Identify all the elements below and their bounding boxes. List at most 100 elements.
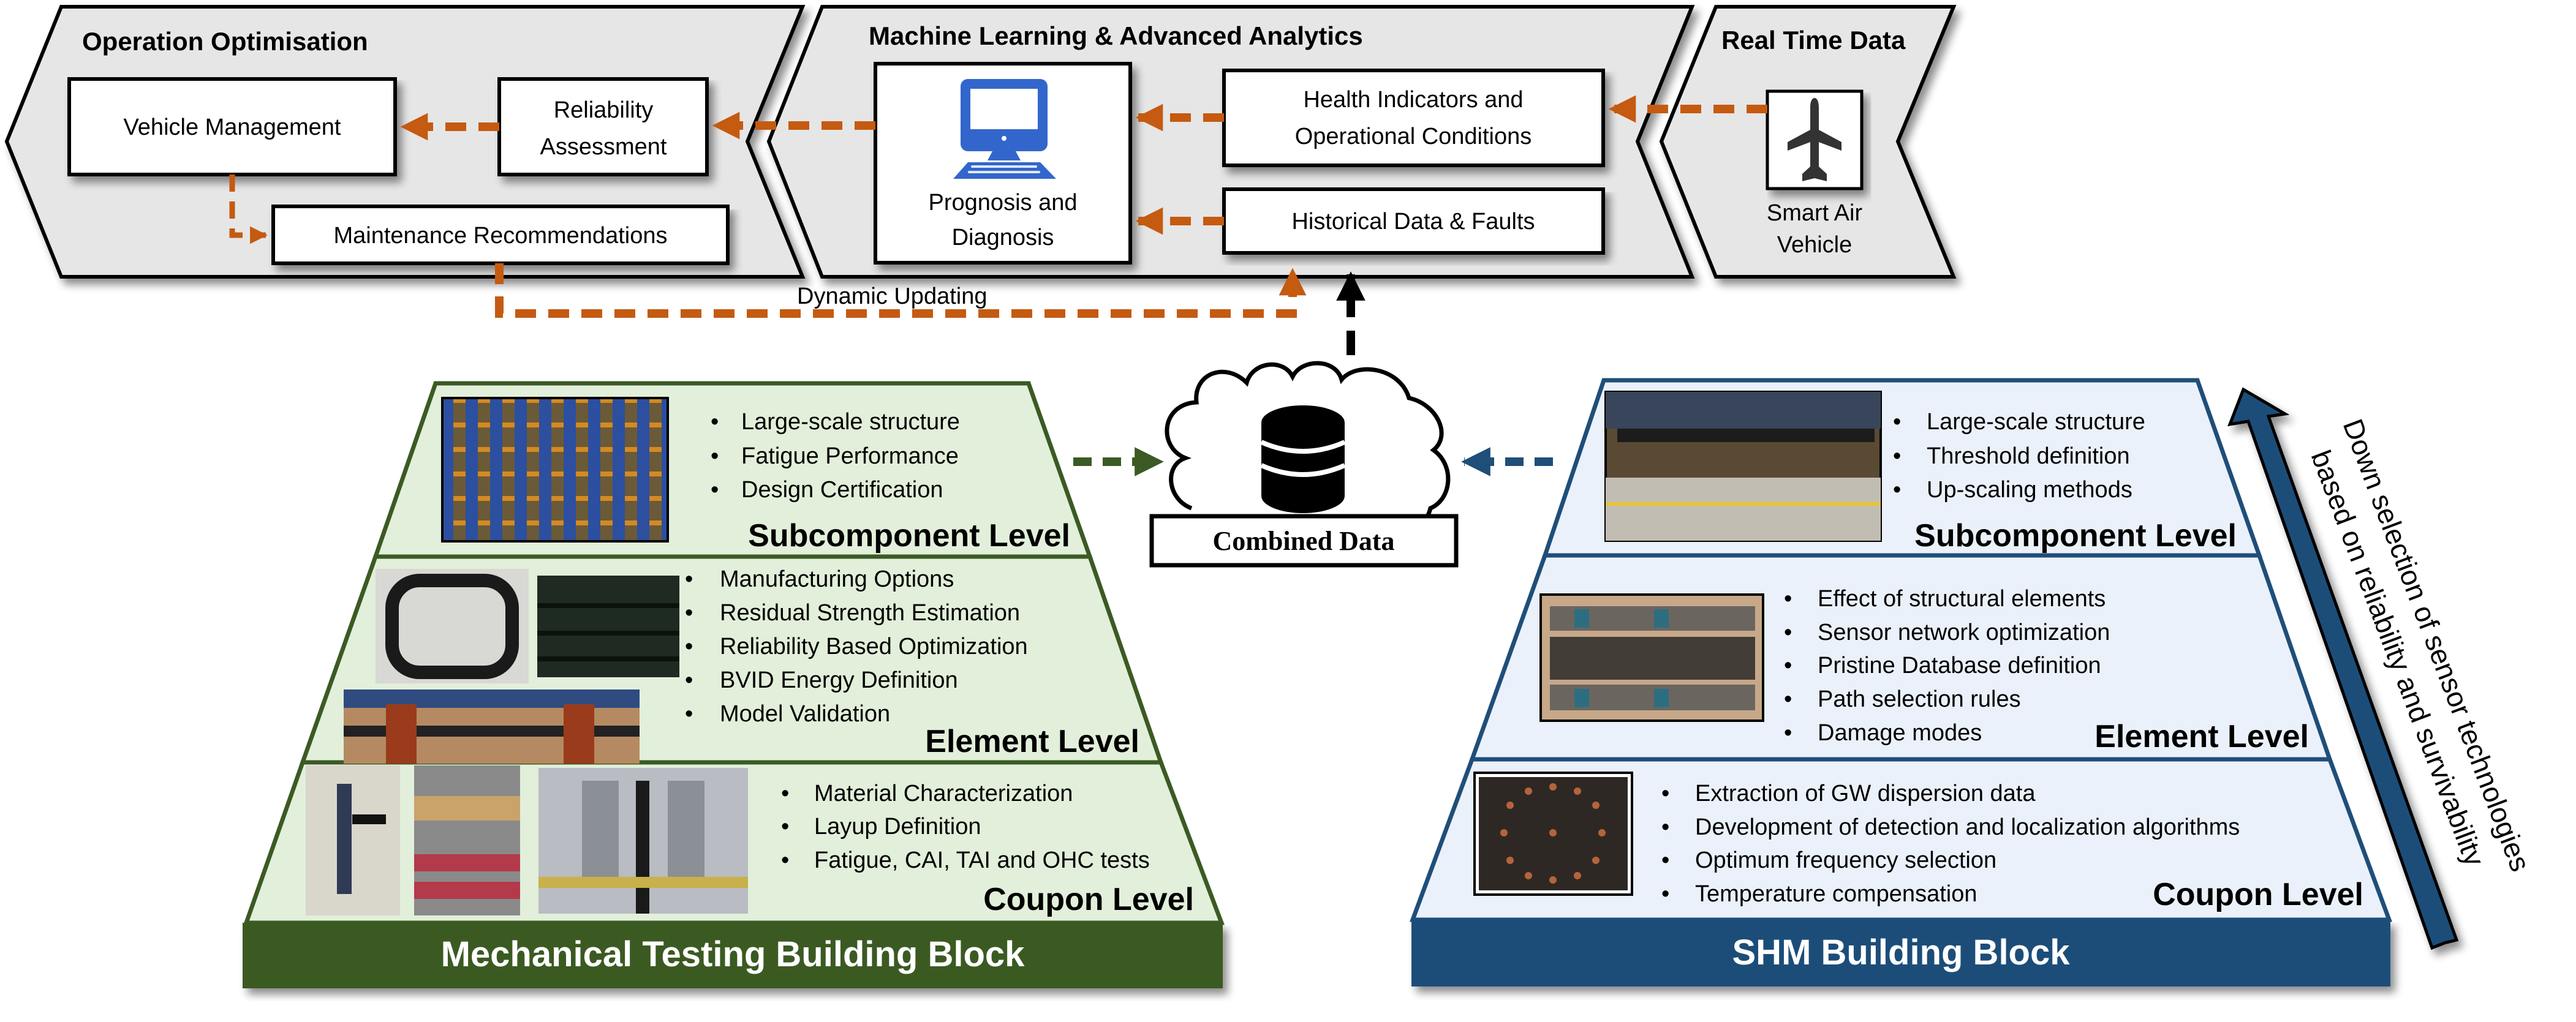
shm-element-level: • Effect of structural elements • Sensor… (1539, 586, 2309, 754)
level-title: Coupon Level (2153, 877, 2363, 912)
shm-element-photo (1539, 593, 1764, 722)
arrow-vehicle-to-maintenance (229, 175, 268, 244)
prognosis-label-line1: Prognosis and (929, 190, 1078, 216)
up-arrow-icon (2227, 387, 2459, 950)
list-item: Large-scale structure (741, 409, 960, 435)
bullet-list: • Large-scale structure • Threshold defi… (1893, 409, 2145, 503)
list-item: Manufacturing Options (720, 566, 954, 592)
smart-air-vehicle-label-line2: Vehicle (1777, 232, 1853, 258)
flow-arrows (229, 95, 1767, 318)
bullet-list: • Extraction of GW dispersion data • Dev… (1661, 781, 2240, 907)
level-title: Subcomponent Level (1914, 518, 2237, 554)
prognosis-diagnosis-box[interactable]: Prognosis and Diagnosis (874, 62, 1132, 265)
list-item: Design Certification (741, 477, 943, 503)
airplane-icon (1788, 98, 1841, 181)
panel-title: Operation Optimisation (82, 27, 368, 56)
svg-text:•: • (1784, 686, 1792, 712)
list-item: Threshold definition (1927, 443, 2130, 469)
list-item: Fatigue Performance (741, 443, 959, 469)
svg-text:•: • (1784, 620, 1792, 645)
reliability-assessment-label-line2: Assessment (540, 134, 667, 160)
maintenance-recommendations-label: Maintenance Recommendations (334, 223, 668, 249)
panel-title: Real Time Data (1721, 26, 1906, 54)
panel-ml-analytics: Machine Learning & Advanced Analytics Pr… (766, 5, 1695, 279)
bullet-list: • Material Characterization • Layup Defi… (781, 781, 1150, 873)
arrow-dynamic-updating (495, 263, 1307, 318)
list-item: BVID Energy Definition (720, 667, 958, 693)
shm-subcomponent-level: • Large-scale structure • Threshold defi… (1604, 391, 2237, 554)
reliability-assessment-label-line1: Reliability (554, 97, 654, 123)
list-item: Up-scaling methods (1927, 477, 2132, 503)
svg-text:•: • (1893, 443, 1901, 469)
list-item: Reliability Based Optimization (720, 634, 1028, 659)
list-item: Damage modes (1818, 720, 1982, 746)
list-item: Extraction of GW dispersion data (1695, 781, 2036, 806)
svg-text:•: • (781, 781, 789, 806)
side-arrow-text-line1: Down selection of sensor technologies (2337, 415, 2537, 876)
shm-banner-label: SHM Building Block (1732, 933, 2071, 972)
combined-data-box (1149, 514, 1459, 568)
health-indicators-box[interactable]: Health Indicators and Operational Condit… (1222, 69, 1605, 167)
panel-title: Machine Learning & Advanced Analytics (869, 21, 1363, 50)
maintenance-recommendations-box[interactable]: Maintenance Recommendations (271, 205, 730, 265)
smart-air-vehicle-label-line1: Smart Air (1767, 200, 1863, 226)
vehicle-management-box[interactable]: Vehicle Management (67, 77, 397, 176)
svg-text:•: • (685, 667, 693, 693)
svg-text:•: • (1784, 653, 1792, 678)
list-item: Pristine Database definition (1818, 653, 2101, 678)
list-item: Effect of structural elements (1818, 586, 2106, 612)
shm-banner (1411, 920, 2390, 986)
list-item: Fatigue, CAI, TAI and OHC tests (814, 847, 1150, 873)
svg-text:•: • (711, 477, 719, 503)
mt-coupon-photo-2 (414, 765, 520, 915)
mt-coupon-level: • Material Characterization • Layup Defi… (306, 765, 1194, 917)
level-title: Subcomponent Level (748, 518, 1070, 554)
svg-text:•: • (1661, 814, 1669, 840)
panel-real-time-data: Real Time Data Smart Air Vehicle (1659, 5, 1957, 279)
combined-data-cloud[interactable]: Combined Data (1149, 361, 1459, 568)
list-item: Sensor network optimization (1818, 620, 2110, 645)
database-icon (1260, 405, 1346, 513)
mt-element-photo-beam (344, 689, 640, 764)
svg-text:•: • (1661, 781, 1669, 806)
smart-air-vehicle-box[interactable] (1766, 89, 1864, 190)
list-item: Large-scale structure (1927, 409, 2145, 435)
shm-building-block: SHM Building Block • Large-scale structu… (1409, 378, 2393, 986)
mechanical-testing-banner-label: Mechanical Testing Building Block (441, 934, 1025, 974)
mechanical-testing-banner (243, 923, 1223, 988)
mt-element-photo-panel (537, 576, 679, 677)
mt-coupon-photo-3 (538, 768, 748, 914)
historical-data-label: Historical Data & Faults (1291, 209, 1535, 235)
list-item: Path selection rules (1818, 686, 2021, 712)
svg-text:•: • (1784, 586, 1792, 612)
historical-data-box[interactable]: Historical Data & Faults (1222, 187, 1605, 255)
reliability-assessment-box[interactable]: Reliability Assessment (497, 77, 709, 176)
list-item: Layup Definition (814, 814, 981, 840)
bullet-list: • Manufacturing Options • Residual Stren… (685, 566, 1028, 727)
mt-coupon-photo-1 (306, 765, 400, 915)
svg-text:•: • (711, 409, 719, 435)
vehicle-management-label: Vehicle Management (124, 115, 341, 140)
svg-text:•: • (685, 634, 693, 659)
computer-monitor-icon (953, 79, 1056, 179)
level-title: Element Level (2094, 719, 2309, 754)
combined-data-label: Combined Data (1212, 526, 1394, 556)
svg-text:•: • (781, 847, 789, 873)
list-item: Optimum frequency selection (1695, 847, 1996, 873)
dynamic-updating-label: Dynamic Updating (797, 284, 987, 309)
svg-text:•: • (685, 600, 693, 626)
mt-subcomponent-level: • Large-scale structure • Fatigue Perfor… (441, 397, 1070, 554)
bullet-list: • Large-scale structure • Fatigue Perfor… (711, 409, 960, 503)
bullet-list: • Effect of structural elements • Sensor… (1784, 586, 2110, 746)
svg-text:•: • (1893, 409, 1901, 435)
svg-text:•: • (1893, 477, 1901, 503)
svg-text:•: • (1661, 881, 1669, 907)
health-indicators-label-line1: Health Indicators and (1303, 87, 1523, 113)
svg-text:•: • (685, 566, 693, 592)
panel-operation-optimisation: Operation Optimisation Vehicle Managemen… (4, 5, 806, 279)
svg-text:•: • (711, 443, 719, 469)
mt-element-level: • Manufacturing Options • Residual Stren… (344, 566, 1139, 764)
svg-text:•: • (1784, 720, 1792, 746)
list-item: Development of detection and localizatio… (1695, 814, 2240, 840)
